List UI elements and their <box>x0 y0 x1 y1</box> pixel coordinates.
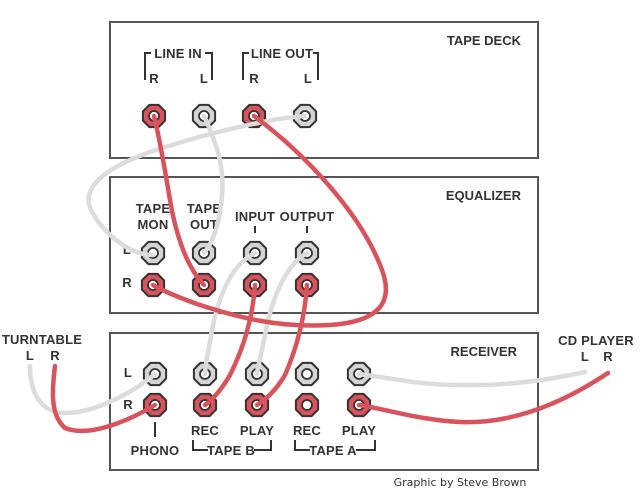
line-out-group: LINE OUT R L <box>242 46 319 86</box>
cable-tape-deck-line-in-r-to-eq-tape-out-r <box>151 113 207 288</box>
tape-a-label: TAPE A <box>309 443 357 458</box>
turntable-l-label: L <box>26 348 34 363</box>
cable-tape-deck-line-out-l-to-eq-tape-mon-l <box>86 113 308 258</box>
line-in-bracket-left <box>144 52 151 80</box>
tape-b-bracket-left <box>192 440 208 451</box>
tape-b-label: TAPE B <box>207 443 255 458</box>
line-out-bracket-right <box>313 52 319 80</box>
cable-cd-player-l-to-receiver-play-l <box>356 369 588 388</box>
line-in-r-label: R <box>149 71 159 86</box>
rcv-tape-b-rec-label: REC <box>191 423 219 438</box>
rcv-row-r-label: R <box>123 397 133 412</box>
cable-eq-input-l-to-receiver-rec-l <box>202 250 258 377</box>
receiver-panel <box>109 332 539 471</box>
cable-turntable-r-to-receiver-phono-r <box>50 363 158 434</box>
rcv-phono-label: PHONO <box>131 443 180 458</box>
cable-turntable-l-to-receiver-phono-l <box>27 363 158 416</box>
cable-cd-player-r-to-receiver-play-r <box>356 370 611 425</box>
line-out-r-label: R <box>249 71 259 86</box>
tape-deck-title: TAPE DECK <box>447 33 522 48</box>
eq-input-label: INPUT <box>235 209 275 224</box>
cd-player-r-label: R <box>603 349 613 364</box>
cable-eq-input-r-to-receiver-rec-r <box>202 282 258 408</box>
cables-layer <box>27 113 611 434</box>
line-in-l-label: L <box>200 71 208 86</box>
eq-tape-out-line2: OUT <box>190 217 218 232</box>
rcv-tape-a-play-label: PLAY <box>342 423 376 438</box>
rcv-tape-b-play-label: PLAY <box>240 423 274 438</box>
tape-deck-panel <box>109 21 539 159</box>
tape-a-bracket-right <box>356 440 376 451</box>
line-out-label: LINE OUT <box>251 46 313 61</box>
equalizer-title: EQUALIZER <box>446 188 522 203</box>
receiver-tape-a-rec-l-jack[interactable] <box>294 361 320 387</box>
eq-tape-mon-line2: MON <box>138 217 169 232</box>
credit-text: Graphic by Steve Brown <box>394 476 527 489</box>
jack-socket <box>301 399 313 411</box>
line-in-label: LINE IN <box>154 46 202 61</box>
eq-output-label: OUTPUT <box>280 209 335 224</box>
cable-eq-output-r-to-receiver-play-r <box>254 282 310 408</box>
cd-player-l-label: L <box>581 349 589 364</box>
cable-eq-output-l-to-receiver-play-l <box>254 250 310 377</box>
jack-socket <box>301 368 313 380</box>
line-in-bracket-right <box>205 52 213 80</box>
eq-row-r-label: R <box>122 275 132 290</box>
line-in-group: LINE IN R L <box>144 46 213 86</box>
cd-player-title: CD PLAYER <box>558 333 634 348</box>
cable-tape-deck-line-in-l-to-eq-tape-out-l <box>201 113 225 256</box>
eq-tape-out-line1: TAPE <box>187 201 222 216</box>
turntable-r-label: R <box>50 348 60 363</box>
rcv-row-l-label: L <box>124 365 132 380</box>
receiver-title: RECEIVER <box>451 344 518 359</box>
rcv-tape-a-rec-label: REC <box>293 423 321 438</box>
line-out-l-label: L <box>304 71 312 86</box>
turntable-title: TURNTABLE <box>2 332 82 347</box>
tape-a-bracket-left <box>294 440 310 451</box>
line-out-bracket-left <box>242 52 249 80</box>
eq-tape-mon-line1: TAPE <box>136 201 171 216</box>
tape-b-bracket-right <box>254 440 272 451</box>
receiver-tape-a-rec-r-jack[interactable] <box>294 392 320 418</box>
cable-tape-deck-line-out-r-to-eq-tape-mon-r <box>150 113 389 328</box>
